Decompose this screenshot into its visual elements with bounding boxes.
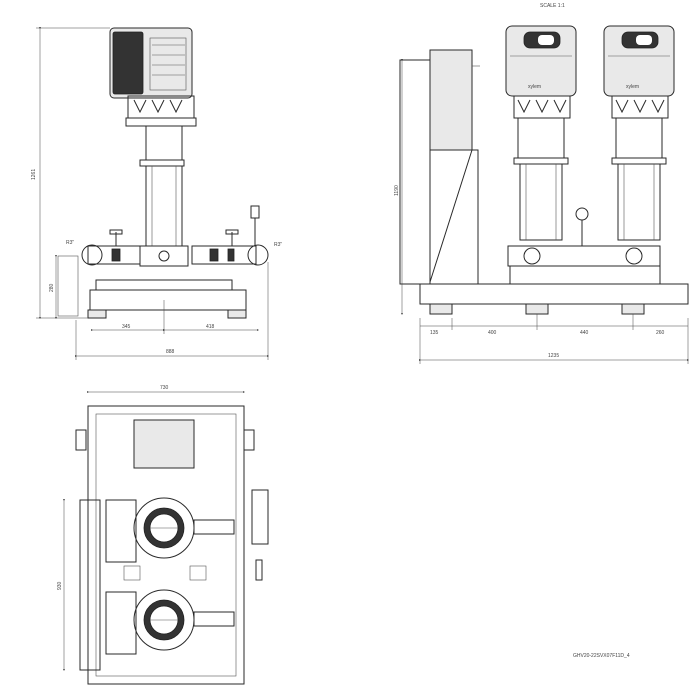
drawing-code: GHV20-22SVX07F11D_4	[573, 653, 630, 659]
dim-base-height: 280	[49, 283, 55, 292]
front-view: R3" R3" 1261 280 345 418 888	[31, 27, 282, 360]
top-baseframe	[87, 405, 245, 685]
side-view: xylem xylem	[394, 25, 689, 364]
control-panel	[429, 49, 473, 151]
top-pump-2	[105, 589, 235, 655]
side-motor-2: xylem	[603, 25, 675, 241]
side-dim-4: 260	[656, 330, 665, 336]
dim-height: 1261	[31, 169, 37, 180]
right-manifold	[191, 205, 269, 266]
top-dim-width: 730	[160, 385, 169, 391]
scale-label: SCALE 1:1	[540, 3, 565, 9]
top-pump-1	[105, 497, 235, 563]
side-dim-2: 400	[488, 330, 497, 336]
left-manifold	[81, 229, 141, 266]
side-motor-1: xylem	[505, 25, 577, 241]
top-dim-depth: 930	[57, 581, 63, 590]
top-view: 730 930	[57, 385, 269, 685]
dim-left: 345	[122, 324, 131, 330]
side-baseframe	[419, 283, 689, 305]
baseframe	[89, 289, 247, 311]
side-dim-1: 135	[430, 330, 439, 336]
top-manifold-left	[79, 499, 101, 671]
pressure-gauge	[575, 207, 589, 221]
brand-logo-1: xylem	[528, 84, 541, 90]
thread-label-left: R3"	[66, 240, 74, 246]
pump-column	[145, 165, 183, 247]
motor-stool	[145, 125, 183, 161]
brand-logo-2: xylem	[626, 84, 639, 90]
side-dim-3: 440	[580, 330, 589, 336]
top-manifold-right	[251, 489, 269, 545]
side-dim-height: 1190	[394, 185, 400, 196]
thread-label-right: R3"	[274, 242, 282, 248]
top-control-panel	[133, 419, 195, 469]
dim-total: 888	[166, 349, 175, 355]
side-dim-total: 1235	[548, 353, 559, 359]
dim-right: 418	[206, 324, 215, 330]
motor-assembly	[109, 27, 197, 127]
